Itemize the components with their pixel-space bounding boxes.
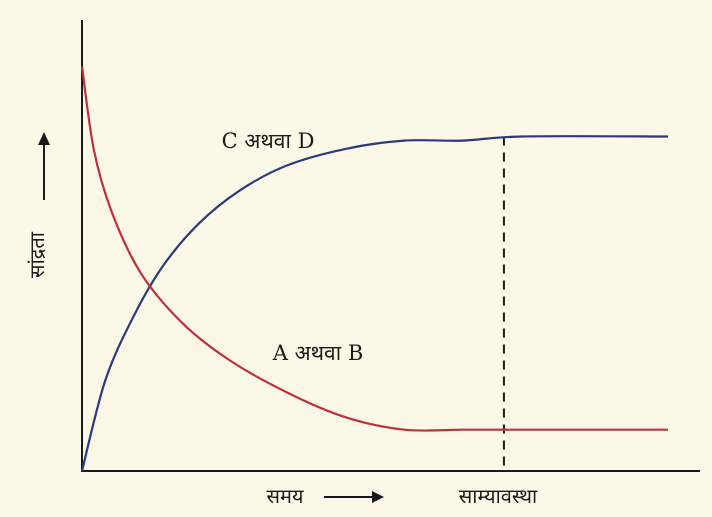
labels-layer: सांद्रता समय साम्यावस्था C अथवा D A अथवा… <box>25 129 538 508</box>
axes <box>81 20 700 472</box>
series-label-a-or-b: A अथवा B <box>272 341 364 365</box>
series-line-a-or-b <box>80 66 668 432</box>
y-axis-label: सांद्रता <box>25 231 49 278</box>
arrow-up-icon <box>38 132 50 200</box>
equilibrium-label: साम्यावस्था <box>459 484 538 508</box>
series-layer <box>80 66 669 472</box>
series-label-c-or-d: C अथवा D <box>222 129 315 153</box>
series-line-c-or-d <box>80 135 669 472</box>
arrow-right-icon <box>324 491 384 503</box>
x-axis-label: समय <box>266 484 303 508</box>
